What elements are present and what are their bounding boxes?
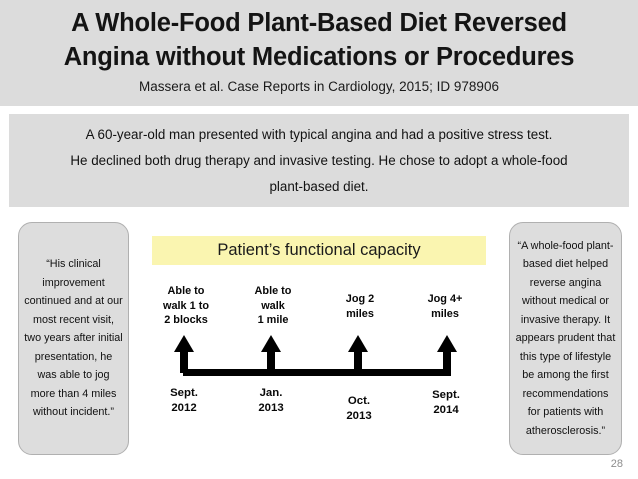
date-4-line-1: Sept. (432, 389, 460, 401)
timeline-panel: Patient’s functional capacity Able to wa… (140, 222, 498, 455)
capacity-1-line-2: walk 1 to (163, 299, 209, 312)
timeline-arrow-4 (437, 335, 457, 373)
quote-left-text: “His clinical improvement continued and … (24, 258, 123, 419)
date-3-line-1: Oct. (347, 395, 371, 407)
citation: Massera et al. Case Reports in Cardiolog… (139, 79, 499, 94)
quote-right-text: “A whole-food plant-based diet helped re… (515, 239, 616, 437)
timeline-arrow-2 (261, 335, 281, 373)
capacity-2-line-2: walk (261, 299, 285, 312)
header-band: A Whole-Food Plant-Based Diet Reversed A… (0, 0, 638, 106)
timeline-arrow-3 (348, 335, 368, 373)
date-2-line-2: 2013 (258, 402, 284, 414)
abstract-line-2: He declined both drug therapy and invasi… (70, 152, 568, 168)
capacity-4-line-2: miles (431, 307, 459, 320)
date-1-line-1: Sept. (170, 387, 198, 399)
capacity-2-line-3: 1 mile (257, 314, 289, 326)
abstract-box: A 60-year-old man presented with typical… (9, 114, 629, 207)
capacity-label-1: Able to walk 1 to 2 blocks (150, 284, 222, 328)
abstract-line-1: A 60-year-old man presented with typical… (85, 126, 553, 142)
timeline-banner-label: Patient’s functional capacity (217, 241, 421, 259)
capacity-label-2: Able to walk 1 mile (237, 284, 309, 328)
capacity-1-line-3: 2 blocks (164, 314, 208, 326)
quote-box-right: “A whole-food plant-based diet helped re… (509, 222, 622, 455)
date-1-line-2: 2012 (171, 402, 197, 414)
date-label-1: Sept. 2012 (148, 386, 220, 416)
title-line-2: Angina without Medications or Procedures (63, 43, 575, 71)
capacity-4-line-1: Jog 4+ (427, 293, 463, 305)
timeline-banner: Patient’s functional capacity (152, 236, 486, 265)
abstract-line-3: plant-based diet. (269, 178, 369, 194)
date-label-4: Sept. 2014 (410, 388, 482, 418)
page-number: 28 (610, 458, 623, 470)
capacity-2-line-1: Able to (254, 285, 292, 297)
date-label-2: Jan. 2013 (235, 386, 307, 416)
quote-box-left: “His clinical improvement continued and … (18, 222, 129, 455)
page-title: A Whole-Food Plant-Based Diet Reversed A… (0, 6, 638, 74)
date-3-line-2: 2013 (346, 410, 372, 422)
date-4-line-2: 2014 (433, 404, 459, 416)
date-label-3: Oct. 2013 (323, 394, 395, 424)
capacity-label-3: Jog 2 miles (324, 292, 396, 321)
title-line-1: A Whole-Food Plant-Based Diet Reversed (71, 9, 567, 37)
abstract-text: A 60-year-old man presented with typical… (21, 122, 617, 200)
timeline-arrow-1 (174, 335, 194, 373)
capacity-1-line-1: Able to (167, 285, 205, 297)
date-2-line-1: Jan. (259, 387, 283, 399)
capacity-label-4: Jog 4+ miles (409, 292, 481, 321)
timeline-baseline (183, 369, 451, 376)
capacity-3-line-2: miles (346, 307, 374, 320)
capacity-3-line-1: Jog 2 (345, 293, 375, 305)
